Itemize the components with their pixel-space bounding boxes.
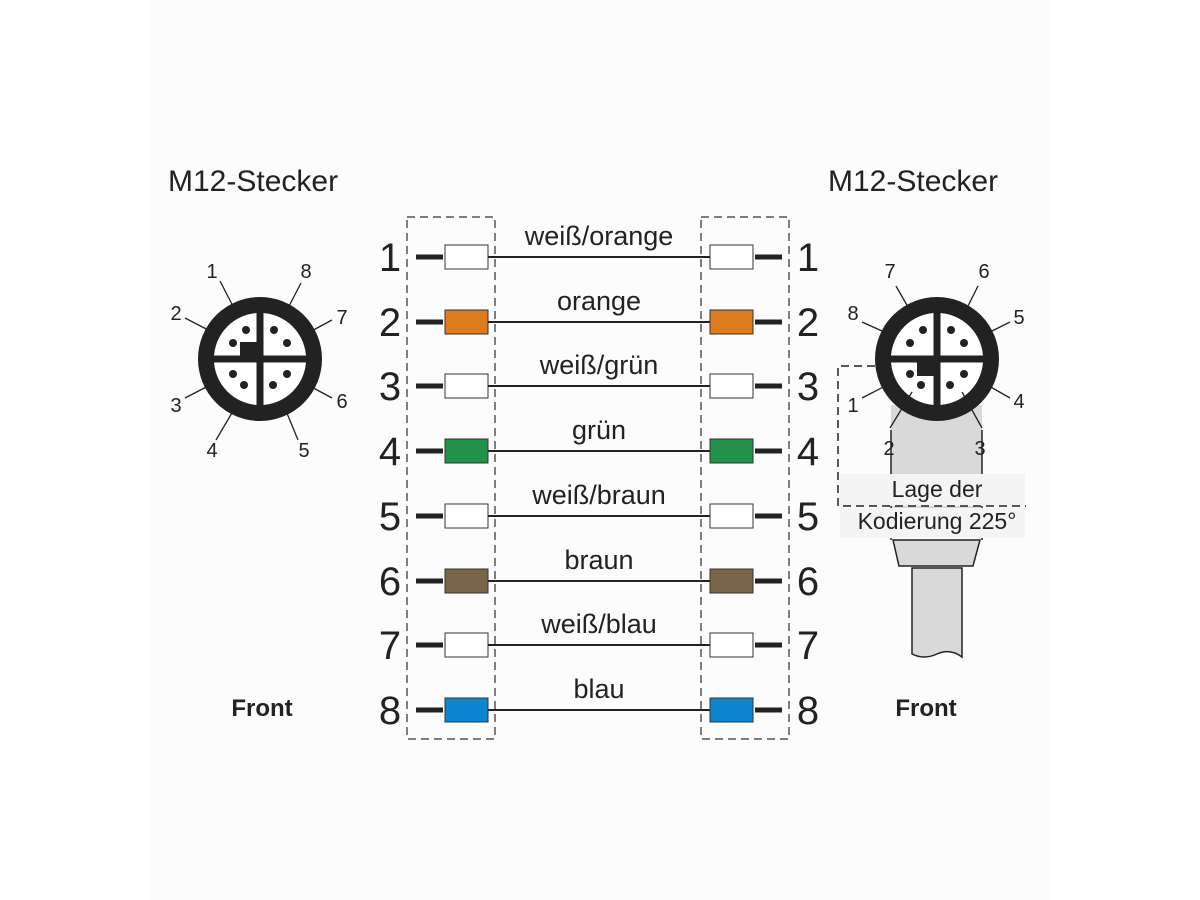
coding-note-bg (840, 474, 1025, 506)
wire-row: 1 1 weiß/orange (379, 221, 819, 280)
right-wire-sleeve (709, 373, 754, 399)
right-pin-label: 7 (884, 261, 895, 283)
right-pin-number: 6 (797, 560, 819, 604)
wire-row: 6 6 braun (379, 545, 819, 604)
right-wire-sleeve (709, 503, 754, 529)
right-connector-contacts (906, 326, 968, 389)
left-pin-label: 4 (206, 440, 217, 462)
left-pin-number: 6 (379, 560, 401, 604)
wire-color-label: weiß/blau (540, 609, 657, 639)
coding-indicator-line (837, 365, 1026, 507)
left-pin-number: 4 (379, 430, 401, 474)
left-wire-sleeve (444, 373, 489, 399)
coding-note-bg (840, 508, 1025, 538)
left-pin-number: 5 (379, 495, 401, 539)
right-pin-label: 1 (847, 395, 858, 417)
left-pin-number: 7 (379, 624, 401, 668)
left-connector-title: M12-Stecker (168, 165, 338, 198)
wire-color-label: weiß/orange (524, 221, 674, 251)
right-connector: 7 6 8 5 1 4 2 3 Lage der Kodierung 225° (837, 261, 1026, 659)
coding-note-line1: Lage der (892, 476, 983, 502)
right-pin-number: 3 (797, 365, 819, 409)
left-connector: 1 8 2 7 3 6 4 5 (170, 261, 347, 462)
left-shield-box (406, 216, 496, 740)
right-cable-collar (892, 539, 981, 567)
right-front-label: Front (895, 695, 956, 722)
right-wire-sleeve (709, 309, 754, 335)
right-pin-number: 2 (797, 301, 819, 345)
right-pin-number: 5 (797, 495, 819, 539)
right-pin-label: 6 (978, 261, 989, 283)
wire-row: 7 7 weiß/blau (379, 609, 819, 668)
left-pin-number: 2 (379, 301, 401, 345)
wire-color-label: weiß/braun (531, 480, 666, 510)
wire-row: 2 2 orange (379, 286, 819, 345)
right-pin-label: 2 (883, 438, 894, 460)
wire-color-label: orange (557, 286, 641, 316)
right-wire-sleeve (709, 438, 754, 464)
left-pin-number: 1 (379, 236, 401, 280)
left-wire-sleeve (444, 438, 489, 464)
wire-row: 4 4 grün (379, 415, 819, 474)
left-wire-sleeve (444, 697, 489, 723)
left-pin-label: 2 (170, 303, 181, 325)
wire-color-label: weiß/grün (539, 350, 659, 380)
right-pin-label: 3 (974, 438, 985, 460)
left-wire-sleeve (444, 244, 489, 270)
left-connector-contacts (229, 326, 291, 389)
left-pin-label: 1 (206, 261, 217, 283)
wire-row: 8 8 blau (379, 674, 819, 733)
right-pin-number: 1 (797, 236, 819, 280)
left-pin-label: 7 (336, 307, 347, 329)
right-wire-sleeve (709, 632, 754, 658)
left-connector-coding-key (240, 342, 258, 356)
left-pin-label: 6 (336, 391, 347, 413)
right-connector-title: M12-Stecker (828, 165, 998, 198)
right-pin-label: 4 (1013, 391, 1024, 413)
right-pin-number: 7 (797, 624, 819, 668)
right-pin-number: 8 (797, 689, 819, 733)
right-pin-number: 4 (797, 430, 819, 474)
left-pin-number: 8 (379, 689, 401, 733)
wire-color-label: braun (564, 545, 633, 575)
left-front-label: Front (231, 695, 292, 722)
left-pin-label: 8 (300, 261, 311, 283)
left-wire-sleeve (444, 632, 489, 658)
left-pin-label: 3 (170, 395, 181, 417)
right-cable (911, 567, 963, 659)
right-pin-label: 8 (847, 303, 858, 325)
left-wire-sleeve (444, 309, 489, 335)
coding-note-line2: Kodierung 225° (858, 508, 1017, 534)
left-wire-sleeve (444, 503, 489, 529)
left-pin-number: 3 (379, 365, 401, 409)
wire-row: 3 3 weiß/grün (379, 350, 819, 409)
wire-color-label: blau (573, 674, 624, 704)
right-shield-box (700, 216, 790, 740)
right-wire-sleeve (709, 244, 754, 270)
right-wire-sleeve (709, 568, 754, 594)
left-wire-sleeve (444, 568, 489, 594)
wire-color-label: grün (572, 415, 626, 445)
left-pin-label: 5 (298, 440, 309, 462)
right-wire-sleeve (709, 697, 754, 723)
right-connector-coding-key (917, 362, 935, 376)
wire-row: 5 5 weiß/braun (379, 480, 819, 539)
right-connector-ring (875, 297, 999, 421)
right-pin-label: 5 (1013, 307, 1024, 329)
left-connector-ring (198, 297, 322, 421)
